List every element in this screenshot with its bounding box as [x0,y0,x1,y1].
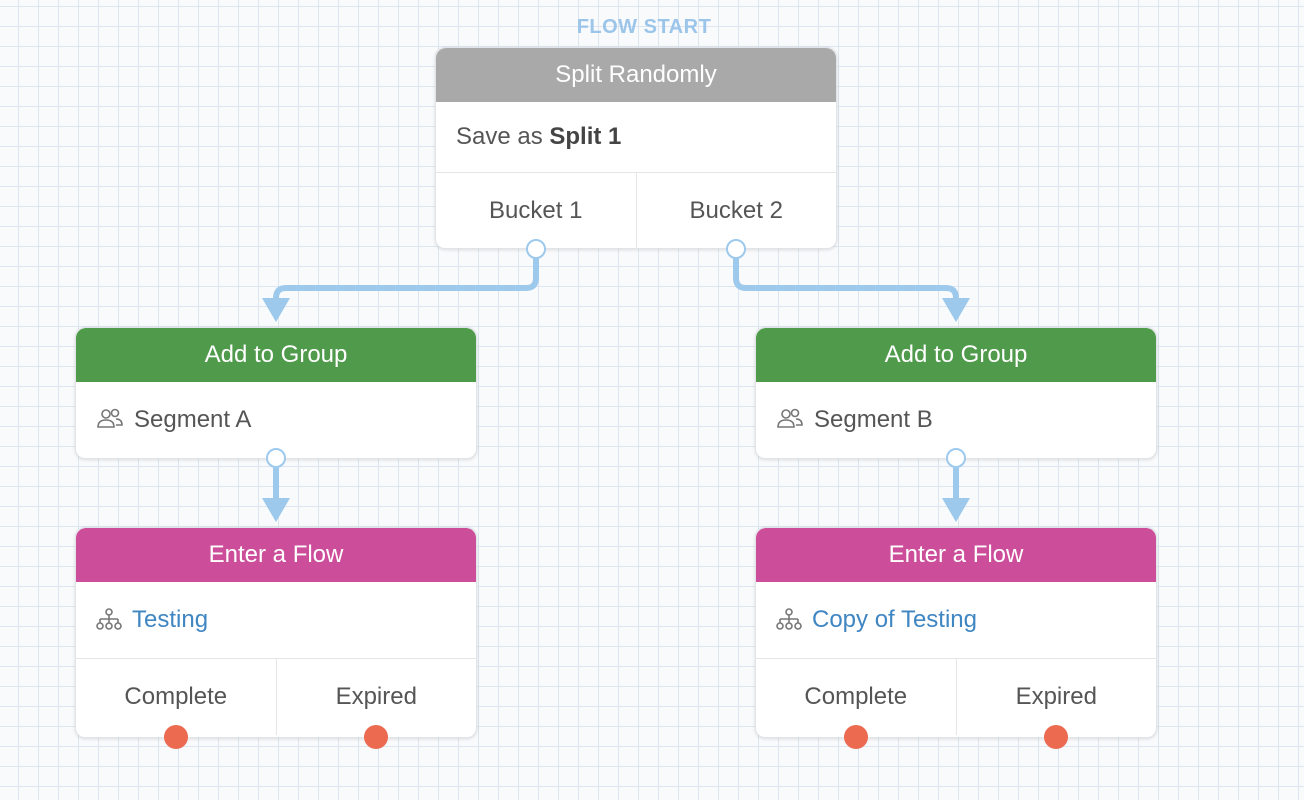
exit-complete-b-label: Complete [804,683,908,710]
group-node-a-connector-handle[interactable] [266,448,286,468]
group-icon [777,408,803,428]
bucket-1-label: Bucket 1 [489,197,583,224]
segment-b-label: Segment B [814,406,933,433]
arrowhead-group-b [942,298,970,322]
split-randomly-node[interactable]: Split Randomly Save as Split 1 Bucket 1 … [435,47,837,259]
exit-complete-a[interactable]: Complete [76,659,276,749]
flow-node-b-body: Copy of Testing [756,582,1156,658]
bucket-1-exit[interactable]: Bucket 1 [436,173,636,259]
flow-node-b-header[interactable]: Enter a Flow [756,528,1156,582]
split-node-header[interactable]: Split Randomly [436,48,836,102]
enter-flow-node-a[interactable]: Enter a Flow Testing Complete Expired [75,527,477,749]
flow-node-a-header[interactable]: Enter a Flow [76,528,476,582]
group-node-b-body: Segment B [756,382,1156,458]
flow-node-a-body: Testing [76,582,476,658]
group-icon [97,408,123,428]
segment-a-label: Segment A [134,406,252,433]
flow-icon [776,607,802,630]
group-node-b-header[interactable]: Add to Group [756,328,1156,382]
exit-complete-a-dot[interactable] [163,725,188,749]
save-as-name: Split 1 [549,123,622,150]
exit-expired-a[interactable]: Expired [275,659,477,749]
bucket-2-connector-handle[interactable] [726,239,747,259]
group-node-a-body: Segment A [76,382,476,458]
add-to-group-node-b[interactable]: Add to Group Segment B [755,327,1157,468]
group-node-b-connector-handle[interactable] [946,448,966,468]
connector-bucket2-to-group-b [733,258,959,302]
bucket-2-exit[interactable]: Bucket 2 [635,173,837,259]
bucket-1-connector-handle[interactable] [525,239,546,259]
add-to-group-node-a[interactable]: Add to Group Segment A [75,327,477,468]
arrowhead-group-a [262,298,290,322]
flow-start-label: FLOW START [576,16,712,38]
exit-expired-a-label: Expired [335,683,417,710]
split-node-body: Save as Split 1 [436,102,836,173]
flow-icon [96,607,122,630]
bucket-2-label: Bucket 2 [689,197,783,224]
flow-link-copy-of-testing[interactable]: Copy of Testing [812,606,977,633]
exit-complete-b-dot[interactable] [843,725,868,749]
flow-node-a-exits: Complete Expired [76,658,477,749]
exit-complete-a-label: Complete [124,683,228,710]
exit-complete-b[interactable]: Complete [756,659,956,749]
bucket-exits: Bucket 1 Bucket 2 [436,173,837,259]
save-as-prefix: Save as [456,123,543,150]
arrowhead-flow-b [942,498,970,522]
exit-expired-b[interactable]: Expired [955,659,1157,749]
enter-flow-node-b[interactable]: Enter a Flow Copy of Testing Complete Ex… [755,527,1157,749]
exit-expired-b-dot[interactable] [1044,725,1069,749]
connector-bucket1-to-group-a [273,258,539,302]
flow-link-testing[interactable]: Testing [132,606,209,633]
flow-node-b-exits: Complete Expired [756,658,1157,749]
group-node-a-header[interactable]: Add to Group [76,328,476,382]
arrowhead-flow-a [262,498,290,522]
exit-expired-b-label: Expired [1015,683,1097,710]
exit-expired-a-dot[interactable] [364,725,389,749]
